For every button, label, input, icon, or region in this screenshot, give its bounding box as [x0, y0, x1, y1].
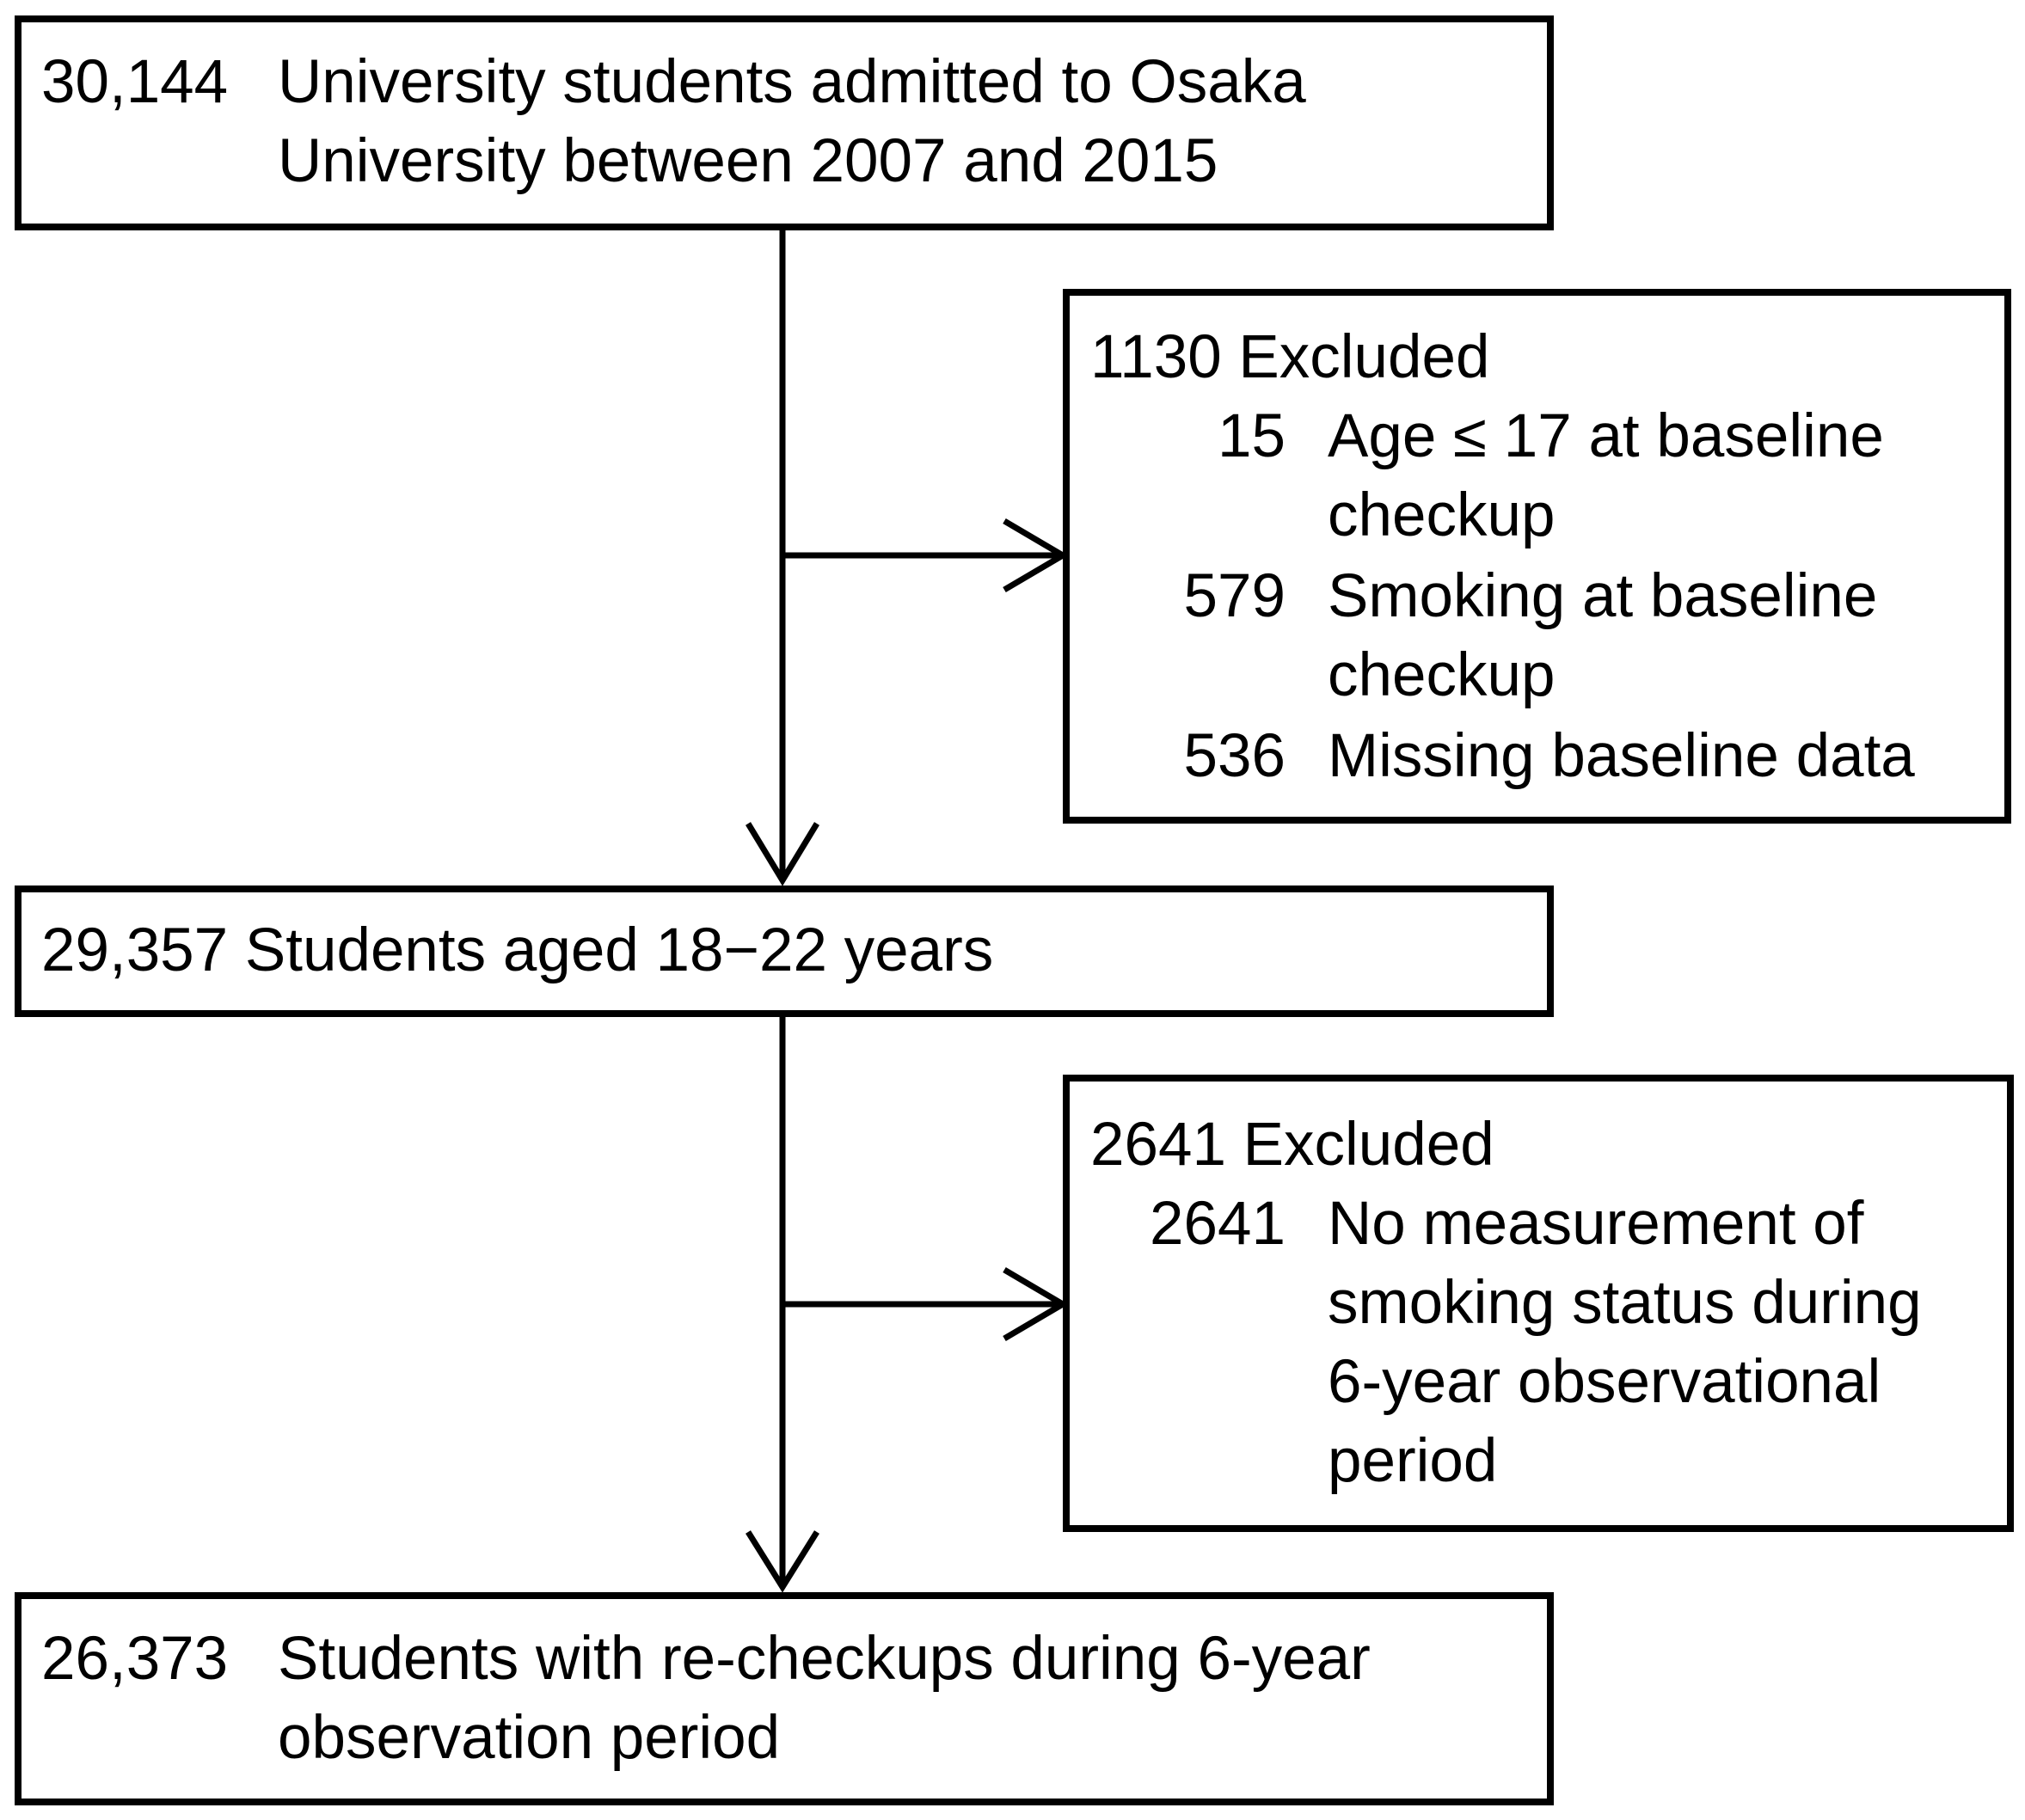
exclusion-box-2	[1063, 1075, 2014, 1532]
exclusion-1-item-count: 536	[1183, 722, 1286, 790]
final-text-line-1: Students with re-checkups during 6-year	[278, 1625, 1371, 1693]
exclusion-box-1	[1063, 289, 2011, 824]
admitted-count: 30,144	[41, 48, 229, 116]
exclusion-1-item-reason: Age ≤ 17 at baseline	[1328, 402, 1884, 470]
arrowhead-down-2	[746, 1530, 819, 1593]
arrowhead-down-1	[746, 822, 819, 886]
exclusion-1-item-count: 579	[1183, 562, 1286, 630]
exclusion-1-item-reason-cont: checkup	[1328, 481, 1556, 549]
final-text-line-2: observation period	[278, 1704, 781, 1772]
exclusion-2-reason-line-3: 6-year observational	[1328, 1348, 1881, 1416]
exclusion-1-item-reason: Smoking at baseline	[1328, 562, 1878, 630]
exclusion-1-item-count: 15	[1218, 402, 1286, 470]
admitted-box	[15, 15, 1554, 230]
aged-box	[15, 885, 1554, 1017]
aged-text: 29,357 Students aged 18−22 years	[41, 916, 994, 984]
exclusion-1-item-reason: Missing baseline data	[1328, 722, 1915, 790]
exclusion-2-header: 2641 Excluded	[1090, 1111, 1494, 1179]
final-count: 26,373	[41, 1625, 229, 1693]
final-box	[15, 1592, 1554, 1805]
exclusion-2-reason-line-4: period	[1328, 1427, 1498, 1495]
admitted-text-line-2: University between 2007 and 2015	[278, 127, 1218, 195]
exclusion-2-reason-line-1: No measurement of	[1328, 1190, 1864, 1258]
admitted-text-line-1: University students admitted to Osaka	[278, 48, 1306, 116]
exclusion-1-item-reason-cont: checkup	[1328, 641, 1556, 709]
exclusion-2-reason-line-2: smoking status during	[1328, 1269, 1922, 1337]
exclusion-2-item-count: 2641	[1150, 1190, 1286, 1258]
exclusion-1-header: 1130 Excluded	[1090, 323, 1490, 391]
